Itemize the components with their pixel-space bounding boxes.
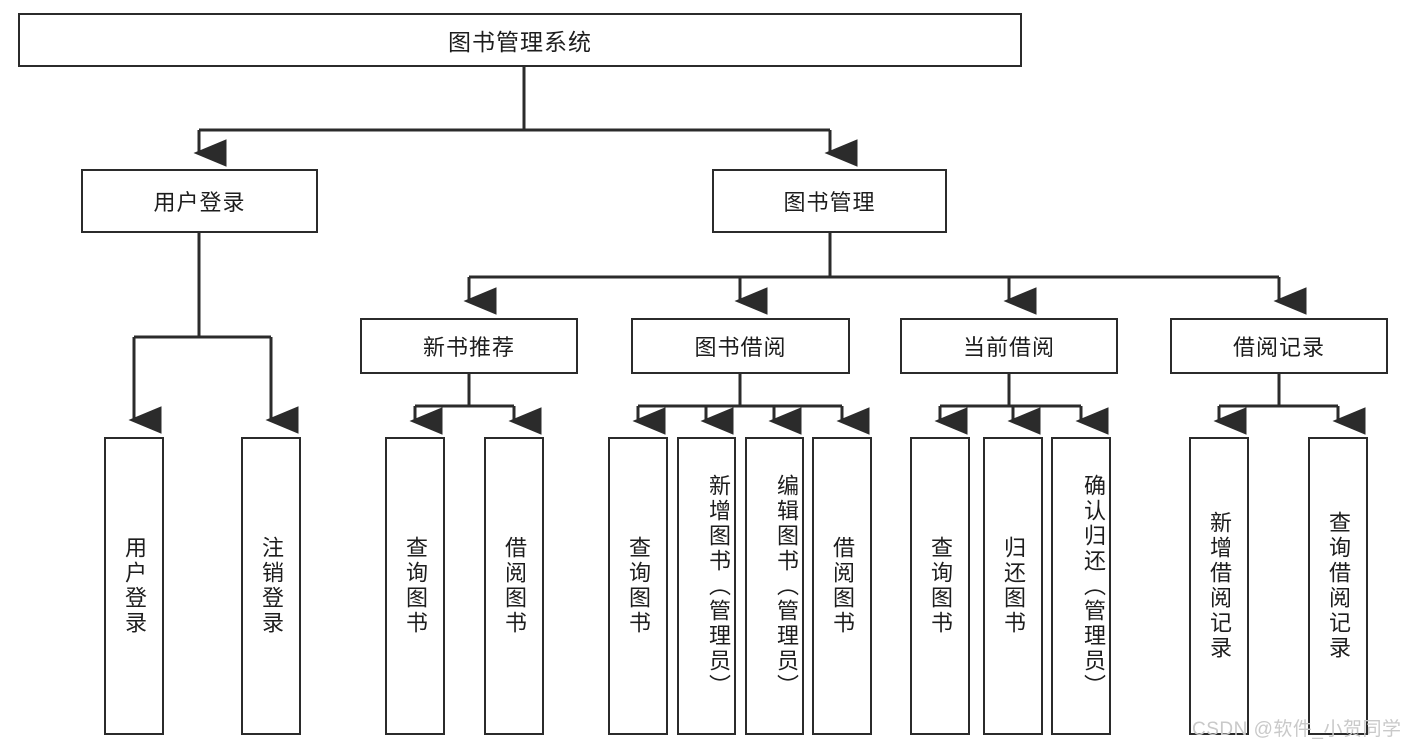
node-leaf-9-label: 归还图书 [1001, 536, 1026, 636]
node-leaf-6-label: 编辑图书（管理员） [774, 473, 799, 699]
node-level2-0-label: 用户登录 [153, 190, 246, 215]
node-leaf-9[interactable]: 归还图书 [983, 437, 1043, 735]
node-level3-3[interactable]: 借阅记录 [1170, 318, 1388, 374]
node-leaf-7-label: 借阅图书 [830, 536, 855, 636]
node-leaf-2[interactable]: 查询图书 [385, 437, 445, 735]
node-level2-1-label: 图书管理 [783, 190, 876, 215]
node-level3-2-label: 当前借阅 [962, 335, 1055, 360]
node-leaf-1[interactable]: 注销登录 [241, 437, 301, 735]
node-leaf-4-label: 查询图书 [626, 536, 651, 636]
node-leaf-0-label: 用户登录 [122, 536, 147, 636]
node-leaf-12[interactable]: 查询借阅记录 [1308, 437, 1368, 735]
node-leaf-8[interactable]: 查询图书 [910, 437, 970, 735]
node-leaf-8-label: 查询图书 [928, 536, 953, 636]
node-leaf-2-label: 查询图书 [403, 536, 428, 636]
node-root[interactable]: 图书管理系统 [18, 13, 1022, 67]
node-leaf-11[interactable]: 新增借阅记录 [1189, 437, 1249, 735]
node-leaf-11-label: 新增借阅记录 [1207, 511, 1232, 661]
node-leaf-3[interactable]: 借阅图书 [484, 437, 544, 735]
node-leaf-12-label: 查询借阅记录 [1326, 511, 1351, 661]
node-leaf-0[interactable]: 用户登录 [104, 437, 164, 735]
node-level3-0-label: 新书推荐 [422, 335, 515, 360]
node-level3-2[interactable]: 当前借阅 [900, 318, 1118, 374]
node-level3-3-label: 借阅记录 [1232, 335, 1325, 360]
node-leaf-10-label: 确认归还（管理员） [1081, 473, 1106, 699]
node-level3-0[interactable]: 新书推荐 [360, 318, 578, 374]
node-level3-1[interactable]: 图书借阅 [631, 318, 850, 374]
node-leaf-3-label: 借阅图书 [502, 536, 527, 636]
node-root-label: 图书管理系统 [448, 29, 592, 55]
node-leaf-1-label: 注销登录 [259, 536, 284, 636]
node-leaf-5-label: 新增图书（管理员） [706, 473, 731, 699]
node-leaf-4[interactable]: 查询图书 [608, 437, 668, 735]
node-leaf-6[interactable]: 编辑图书（管理员） [745, 437, 804, 735]
node-level2-0[interactable]: 用户登录 [81, 169, 318, 233]
node-leaf-5[interactable]: 新增图书（管理员） [677, 437, 736, 735]
node-leaf-10[interactable]: 确认归还（管理员） [1051, 437, 1111, 735]
csdn-watermark: CSDN @软件_小贺同学 [1192, 719, 1402, 740]
node-leaf-7[interactable]: 借阅图书 [812, 437, 872, 735]
node-level2-1[interactable]: 图书管理 [712, 169, 947, 233]
node-level3-1-label: 图书借阅 [694, 335, 787, 360]
